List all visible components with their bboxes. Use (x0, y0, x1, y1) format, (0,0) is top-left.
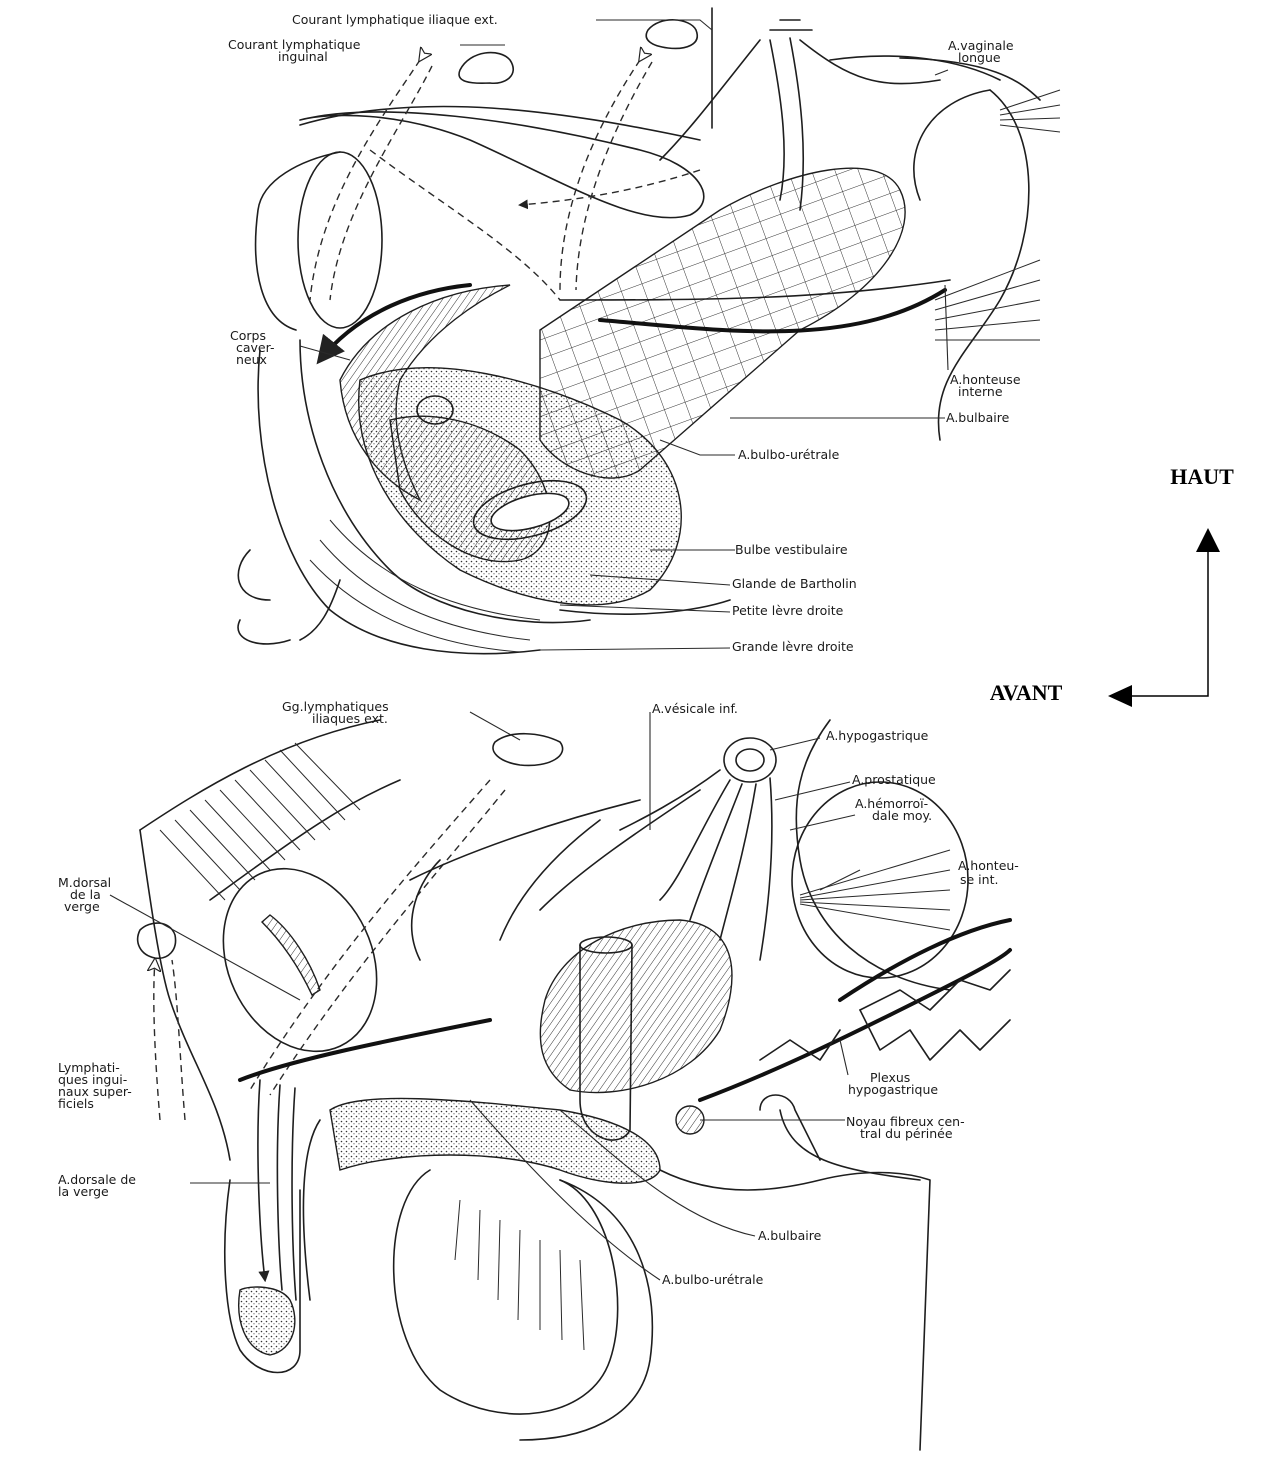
label-bulbo-uretrale-bottom: A.bulbo-urétrale (662, 1272, 764, 1287)
label-honteuse-int: A.honteu- (958, 858, 1019, 873)
label-corps-3: neux (236, 352, 267, 367)
label-gg-lymphatiques-2: iliaques ext. (312, 711, 388, 726)
label-hemorroidale-2: dale moy. (872, 808, 932, 823)
female-pelvis-figure: Courant lymphatique iliaque ext. Courant… (228, 8, 1060, 654)
label-courant-iliaque: Courant lymphatique iliaque ext. (292, 12, 498, 27)
label-avant: AVANT (990, 680, 1063, 705)
label-bulbo-uretrale-top: A.bulbo-urétrale (738, 447, 840, 462)
label-m-dorsal-3: verge (64, 899, 100, 914)
label-noyau-2: tral du périnée (860, 1126, 953, 1141)
label-vaginale-2: longue (958, 50, 1001, 65)
orientation-indicator: HAUT AVANT (990, 464, 1234, 707)
label-bulbaire-top: A.bulbaire (946, 410, 1010, 425)
label-bulbaire-bottom: A.bulbaire (758, 1228, 822, 1243)
label-vesicale: A.vésicale inf. (652, 701, 738, 716)
male-pelvis-figure: Gg.lymphatiques iliaques ext. A.vésicale… (58, 699, 1019, 1450)
label-courant-inguinal-2: inguinal (278, 49, 328, 64)
orientation-arrow-lines (1130, 552, 1208, 696)
label-glande-bartholin: Glande de Bartholin (732, 576, 857, 591)
label-lymphatiques-4: ficiels (58, 1096, 94, 1111)
label-honteuse-2: interne (958, 384, 1003, 399)
arrow-left-icon (1108, 685, 1132, 707)
arrow-up-icon (1196, 528, 1220, 552)
label-haut: HAUT (1170, 464, 1234, 489)
label-grande-levre: Grande lèvre droite (732, 639, 854, 654)
label-bulbe-vestibulaire: Bulbe vestibulaire (735, 542, 848, 557)
label-honteuse-int-2: se int. (960, 872, 998, 887)
label-hypogastrique: A.hypogastrique (826, 728, 929, 743)
label-petite-levre: Petite lèvre droite (732, 603, 844, 618)
label-plexus-2: hypogastrique (848, 1082, 938, 1097)
label-a-dorsale-2: la verge (58, 1184, 109, 1199)
label-prostatique: A.prostatique (852, 772, 936, 787)
